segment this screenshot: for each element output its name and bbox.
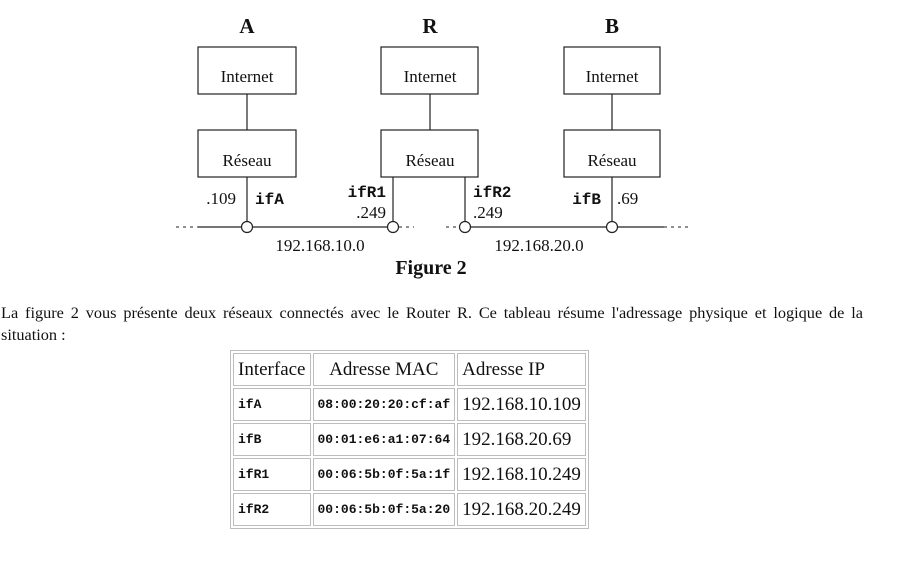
ifr2-address: .249: [473, 203, 503, 222]
internet-box-r-label: Internet: [404, 67, 457, 86]
table-row: ifB 00:01:e6:a1:07:64 192.168.20.69: [233, 423, 586, 456]
cell-mac: 00:06:5b:0f:5a:1f: [312, 458, 456, 491]
internet-box-r: [380, 46, 479, 95]
internet-box-b-label: Internet: [586, 67, 639, 86]
internet-box-a-label: Internet: [221, 67, 274, 86]
cell-interface: ifR2: [233, 493, 311, 526]
cell-mac: 00:06:5b:0f:5a:20: [312, 493, 456, 526]
cell-ip: 192.168.20.249: [457, 493, 586, 526]
node-label-b: B: [605, 14, 619, 38]
internet-box-a: [197, 46, 297, 95]
cell-interface: ifB: [233, 423, 311, 456]
reseau-box-r: [380, 129, 479, 178]
reseau-box-b-label: Réseau: [587, 151, 637, 170]
port-ifb: [605, 220, 619, 234]
cell-ip: 192.168.10.109: [457, 388, 586, 421]
ifr1-address: .249: [356, 203, 386, 222]
node-label-r: R: [422, 14, 438, 38]
internet-box-b: [563, 46, 661, 95]
cell-interface: ifA: [233, 388, 311, 421]
cell-ip: 192.168.10.249: [457, 458, 586, 491]
cell-ip: 192.168.20.69: [457, 423, 586, 456]
ifa-address: .109: [206, 189, 236, 208]
header-ip: Adresse IP: [457, 353, 586, 386]
table-row: ifR2 00:06:5b:0f:5a:20 192.168.20.249: [233, 493, 586, 526]
cell-mac: 08:00:20:20:cf:af: [312, 388, 456, 421]
node-label-a: A: [239, 14, 255, 38]
description-paragraph: La figure 2 vous présente deux réseaux c…: [1, 303, 863, 344]
network-1-address: 192.168.10.0: [275, 236, 364, 255]
header-interface: Interface: [233, 353, 311, 386]
network-diagram: A R B Internet Internet Internet Réseau …: [176, 14, 690, 279]
cell-mac: 00:01:e6:a1:07:64: [312, 423, 456, 456]
figure-caption: Figure 2: [395, 257, 466, 279]
reseau-box-r-label: Réseau: [405, 151, 455, 170]
cell-interface: ifR1: [233, 458, 311, 491]
network-2-address: 192.168.20.0: [494, 236, 583, 255]
reseau-box-a-label: Réseau: [222, 151, 272, 170]
ifr1-name: ifR1: [348, 184, 386, 202]
ifr2-name: ifR2: [473, 184, 511, 202]
ifb-address: .69: [617, 189, 638, 208]
table-row: ifA 08:00:20:20:cf:af 192.168.10.109: [233, 388, 586, 421]
ifa-name: ifA: [255, 191, 284, 209]
port-ifa: [240, 220, 254, 234]
table-row: ifR1 00:06:5b:0f:5a:1f 192.168.10.249: [233, 458, 586, 491]
addressing-table: Interface Adresse MAC Adresse IP ifA 08:…: [230, 350, 589, 529]
header-mac: Adresse MAC: [312, 353, 456, 386]
table-header-row: Interface Adresse MAC Adresse IP: [233, 353, 586, 386]
port-ifr2: [458, 220, 472, 234]
ifb-name: ifB: [572, 191, 601, 209]
port-ifr1: [386, 220, 400, 234]
